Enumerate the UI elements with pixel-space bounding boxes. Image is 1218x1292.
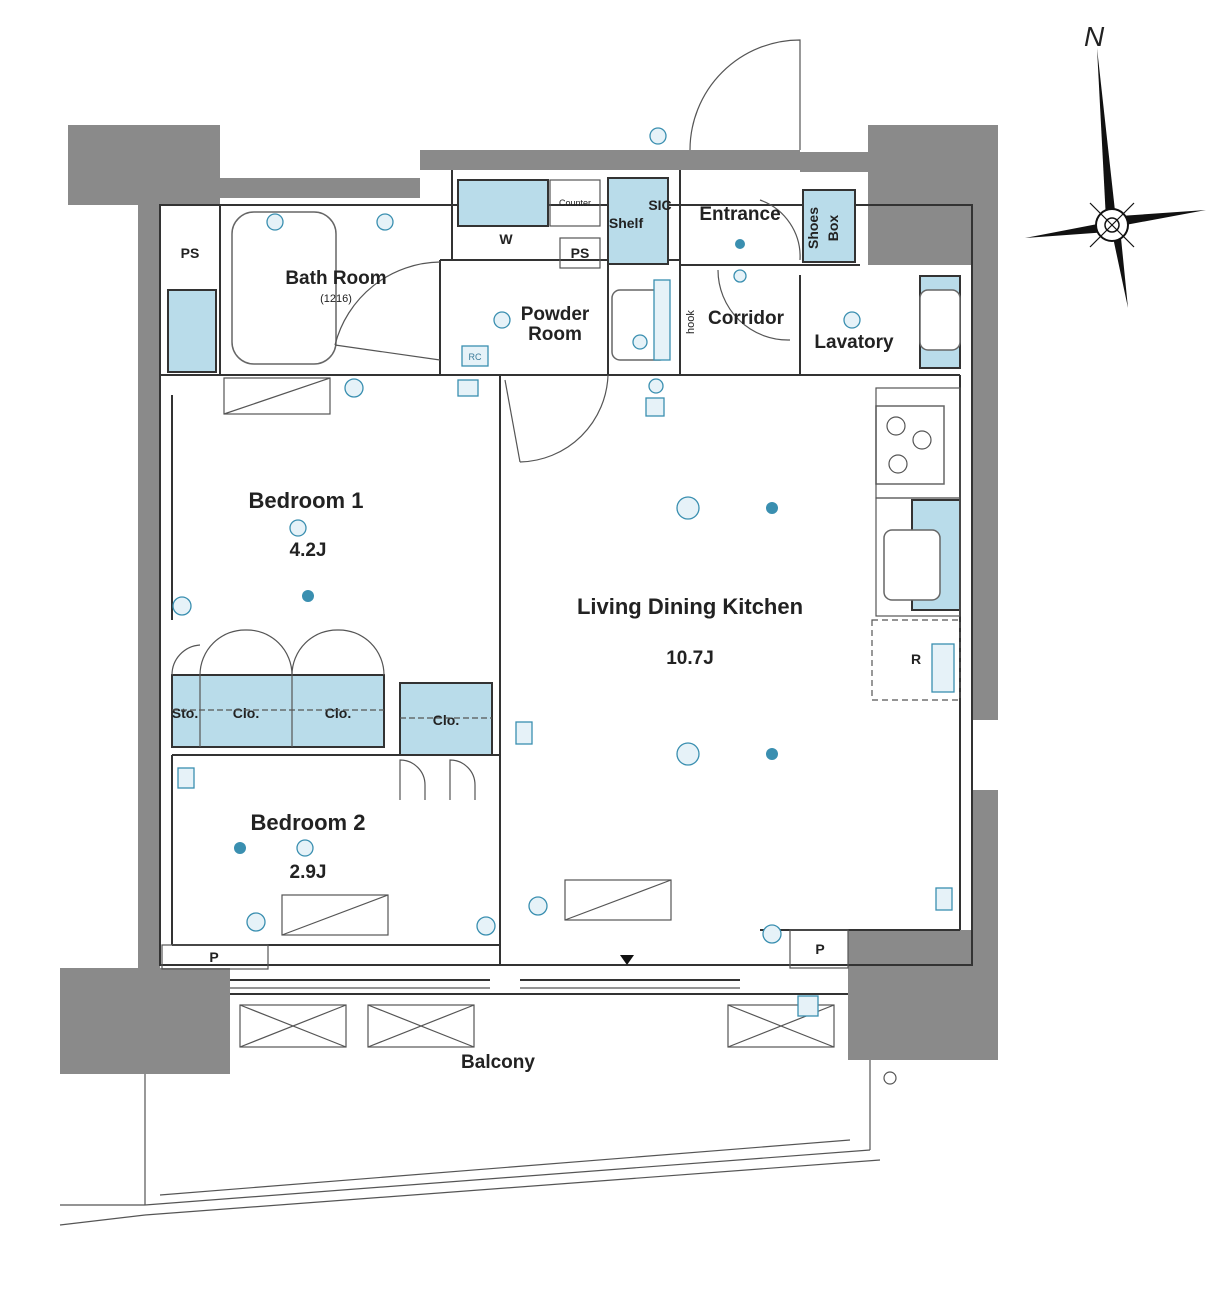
bedroom1-size: 4.2J xyxy=(290,540,327,561)
closet3-label: Clo. xyxy=(433,712,459,728)
doors xyxy=(171,39,801,800)
ldk-size: 10.7J xyxy=(666,648,714,669)
balcony-label: Balcony xyxy=(461,1052,535,1073)
lavatory-label: Lavatory xyxy=(814,332,894,353)
fixtures xyxy=(223,211,961,936)
sic-label: SIC xyxy=(648,197,671,213)
bedroom1-label: Bedroom 1 xyxy=(249,488,364,513)
shoes-box-label-line2: Box xyxy=(825,215,841,242)
aircon-ldk xyxy=(564,879,672,921)
powder-room-label-line2: Room xyxy=(528,324,582,345)
closet2-label: Clo. xyxy=(325,705,351,721)
rc-label: RC xyxy=(469,352,482,362)
shoes-box-label-line1: Shoes xyxy=(805,207,821,249)
outdoor-units xyxy=(239,1004,835,1048)
powder-room-label-line1: Powder xyxy=(521,304,590,325)
compass: N xyxy=(1025,21,1206,308)
entrance-label: Entrance xyxy=(699,204,780,225)
bathtub xyxy=(231,211,337,365)
cooktop xyxy=(875,405,945,485)
small-labels: PS PS W Counter Shelf SIC Shoes Box hook… xyxy=(161,179,921,970)
counter-label: Counter xyxy=(559,198,591,208)
corridor-label: Corridor xyxy=(708,308,785,329)
shelf-label: Shelf xyxy=(609,215,644,231)
storage-label: Sto. xyxy=(172,705,198,721)
ps-center-label: PS xyxy=(571,245,590,261)
washer-label: W xyxy=(499,231,513,247)
bedroom2-label: Bedroom 2 xyxy=(251,810,366,835)
room-labels: Bath Room (1216) Powder Room Entrance Co… xyxy=(249,204,894,1073)
ldk-label: Living Dining Kitchen xyxy=(577,594,803,619)
lavatory-sink xyxy=(919,289,961,351)
aircon-bath xyxy=(223,377,331,415)
pipe-left-label: P xyxy=(209,949,218,965)
bath-room-label: Bath Room xyxy=(285,268,386,289)
balcony xyxy=(59,993,897,1226)
windows xyxy=(230,955,740,989)
compass-north-label: N xyxy=(1084,21,1105,52)
kitchen-sink xyxy=(883,529,941,601)
compass-rose-icon xyxy=(1025,48,1206,308)
bedroom2-size: 2.9J xyxy=(290,862,327,883)
walls xyxy=(60,125,998,1074)
refrigerator-space xyxy=(871,619,961,701)
ps-left-label: PS xyxy=(181,245,200,261)
aircon-bedroom2 xyxy=(281,894,389,936)
hook-label: hook xyxy=(685,310,697,334)
pipe-right-label: P xyxy=(815,941,824,957)
closet1-label: Clo. xyxy=(233,705,259,721)
refrigerator-label: R xyxy=(911,651,921,667)
bath-room-size: (1216) xyxy=(320,293,352,305)
light-symbols xyxy=(172,127,955,1017)
